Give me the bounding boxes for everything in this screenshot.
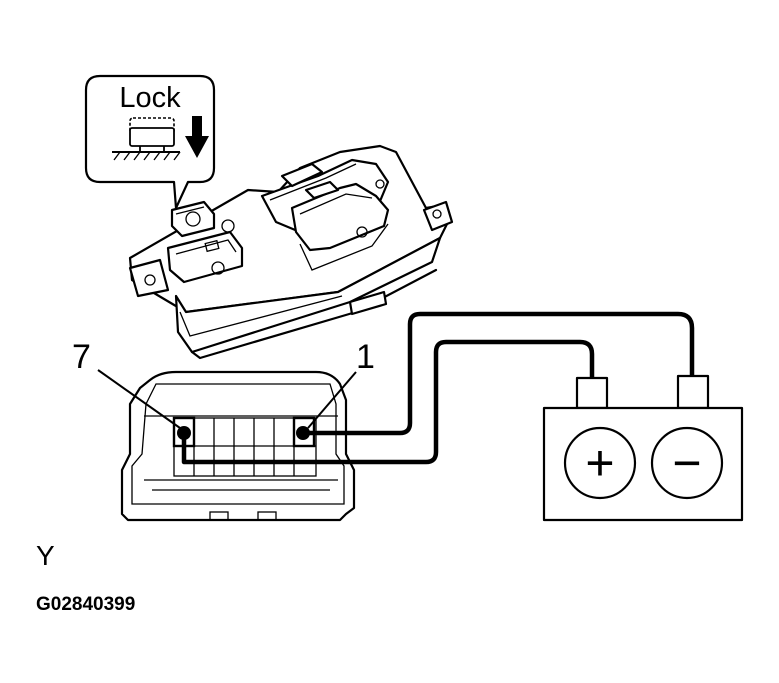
- negative-post: [676, 374, 710, 410]
- plus-icon: [563, 426, 637, 500]
- pin-7-leader: [97, 369, 181, 429]
- negative-symbol: −: [672, 435, 701, 491]
- switch-connector: [120, 370, 356, 522]
- positive-symbol: +: [585, 435, 614, 491]
- footer-letter: Y: [36, 540, 55, 571]
- pin-1-label: 1: [356, 338, 375, 376]
- figure-code: G02840399: [36, 594, 135, 615]
- arrow-down-icon: [185, 116, 209, 158]
- positive-post: [575, 376, 609, 410]
- lock-callout: Lock: [84, 74, 216, 210]
- pin-7-label: 7: [72, 338, 91, 376]
- lock-label: Lock: [119, 82, 181, 114]
- wire-pin7-positive: [181, 339, 595, 465]
- power-window-switch: [128, 144, 454, 360]
- pin-1-leader: [307, 371, 357, 429]
- minus-icon: [650, 426, 724, 500]
- battery: + −: [542, 374, 744, 522]
- wire-pin1-negative: [303, 311, 695, 436]
